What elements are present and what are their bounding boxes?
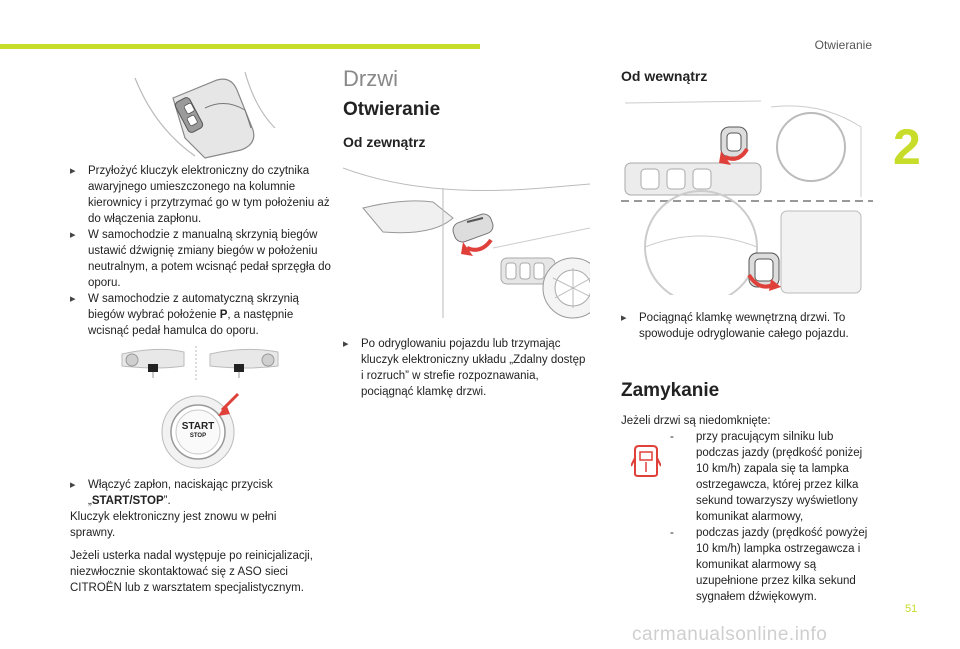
closing-warnings-list: przy pracującym silniku lub podczas jazd… <box>668 429 878 605</box>
steps-list-1: Przyłożyć kluczyk elektroniczny do czytn… <box>70 163 332 339</box>
subheading-inside: Od wewnątrz <box>621 68 708 84</box>
step-inside: Pociągnąć klamkę wewnętrzną drzwi. To sp… <box>621 310 871 342</box>
top-accent-bar <box>0 44 480 49</box>
step-item: Pociągnąć klamkę wewnętrzną drzwi. To sp… <box>621 310 871 342</box>
page-title: Drzwi <box>343 66 398 91</box>
interior-door-handle-illustration <box>621 97 873 295</box>
list-item: podczas jazdy (prędkość powyżej 10 km/h)… <box>668 525 878 605</box>
door-open-warning-icon <box>631 444 661 478</box>
step-ignition: Włączyć zapłon, naciskając przycisk „STA… <box>70 477 332 509</box>
closing-intro: Jeżeli drzwi są niedomknięte: <box>621 415 771 427</box>
list-item: przy pracującym silniku lub podczas jazd… <box>668 429 878 525</box>
chapter-number: 2 <box>893 119 921 175</box>
start-stop-button-illustration: START STOP <box>160 392 244 470</box>
watermark: carmanualsonline.info <box>632 624 828 645</box>
note-key-operational: Kluczyk elektroniczny jest znowu w pełni… <box>70 511 277 539</box>
step-item: W samochodzie z manualną skrzynią biegów… <box>70 227 332 291</box>
subheading-outside: Od zewnątrz <box>343 134 426 150</box>
pedals-illustration <box>118 344 290 382</box>
step-item: W samochodzie z automatyczną skrzynią bi… <box>70 291 332 339</box>
exterior-door-handle-illustration <box>343 158 590 328</box>
step-item: Włączyć zapłon, naciskając przycisk „STA… <box>70 477 332 509</box>
step-item: Po odryglowaniu pojazdu lub trzymając kl… <box>343 336 591 400</box>
key-reader-illustration <box>125 68 287 160</box>
heading-closing: Zamykanie <box>621 380 720 401</box>
note-contact-service: Jeżeli usterka nadal występuje po reinic… <box>70 550 313 594</box>
step-item: Przyłożyć kluczyk elektroniczny do czytn… <box>70 163 332 227</box>
step-outside: Po odryglowaniu pojazdu lub trzymając kl… <box>343 336 591 400</box>
heading-opening: Otwieranie <box>343 99 441 120</box>
page-number: 51 <box>905 603 918 615</box>
start-stop-label: START STOP <box>181 421 215 440</box>
section-name: Otwieranie <box>814 38 872 52</box>
